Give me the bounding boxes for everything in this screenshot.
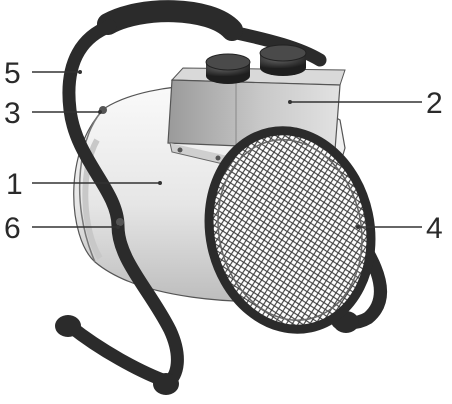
- callout-4: 4: [426, 212, 443, 245]
- callout-1: 1: [6, 168, 23, 201]
- callout-2: 2: [426, 87, 443, 120]
- knob-left: [206, 54, 250, 84]
- callout-6: 6: [4, 212, 21, 245]
- callout-5: 5: [4, 57, 21, 90]
- knob-right: [260, 45, 306, 76]
- callout-3: 3: [4, 97, 21, 130]
